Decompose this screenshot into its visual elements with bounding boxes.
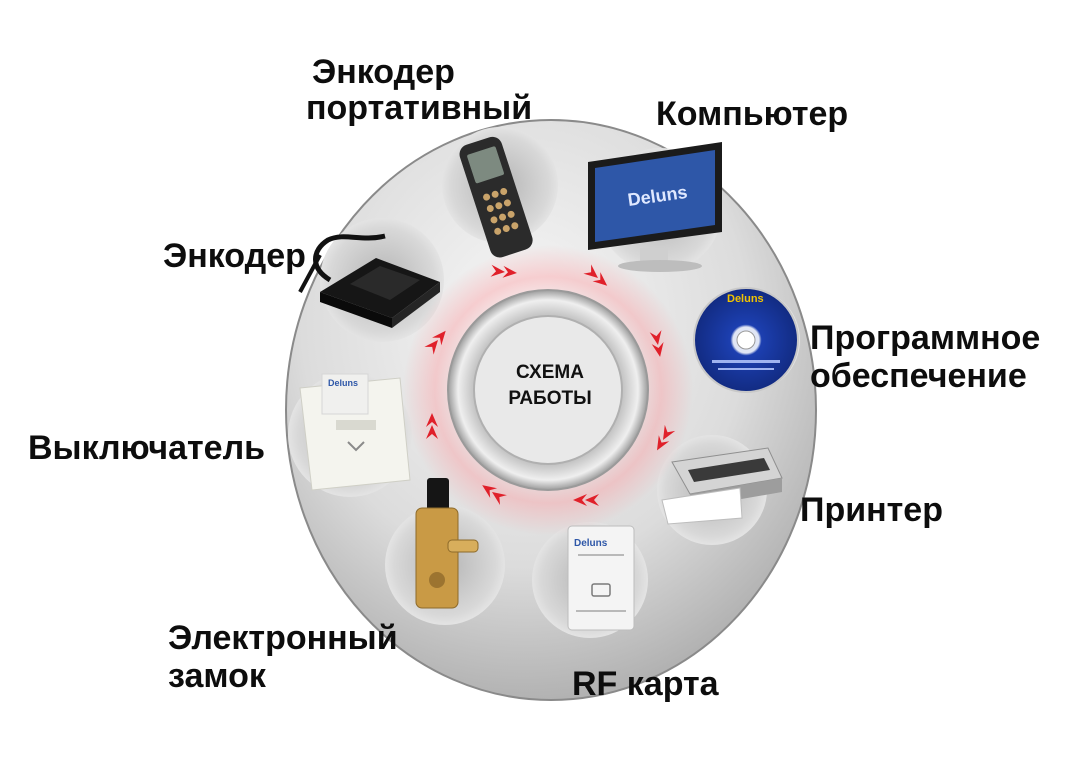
card-brand-text: Deluns [574,538,608,549]
center-title-line2: РАБОТЫ [508,388,592,409]
label-software-line2: обеспечение [810,357,1027,395]
center-ring-inner [473,315,623,465]
energy-switch-icon: Deluns [299,373,411,491]
rf-card-icon: Deluns [567,525,635,631]
encoder-icon [298,233,440,328]
cd-brand-text: Deluns [727,293,764,305]
label-portable-encoder-line2: портативный [306,89,533,127]
flow-arrow [424,330,446,355]
computer-icon: Deluns [588,142,722,272]
label-printer: Принтер [800,491,943,529]
label-rf-card: RF карта [572,665,719,703]
label-computer: Компьютер [656,95,849,133]
flow-arrow [649,330,664,357]
printer-icon [661,447,783,525]
label-lock-line1: Электронный [168,619,398,657]
flow-arrows [424,264,676,506]
label-lock-line2: замок [168,657,266,695]
portable-encoder-icon [459,136,533,258]
flow-arrow [583,264,608,286]
software-cd-icon: Deluns [693,287,799,393]
flow-arrow [482,485,507,505]
door-lock-icon [415,478,479,609]
label-encoder: Энкодер [163,237,306,275]
label-portable-encoder-line1: Энкодер [312,53,455,91]
label-software-line1: Программное [810,319,1041,357]
switch-brand-text: Deluns [328,378,358,388]
flow-arrow [490,264,517,278]
flow-arrow [657,424,676,451]
center-title: СХЕМА РАБОТЫ [480,360,620,412]
center-title-line1: СХЕМА [516,362,584,383]
flow-arrow [426,413,438,439]
flow-arrow [573,494,599,506]
label-switch: Выключатель [28,429,266,467]
